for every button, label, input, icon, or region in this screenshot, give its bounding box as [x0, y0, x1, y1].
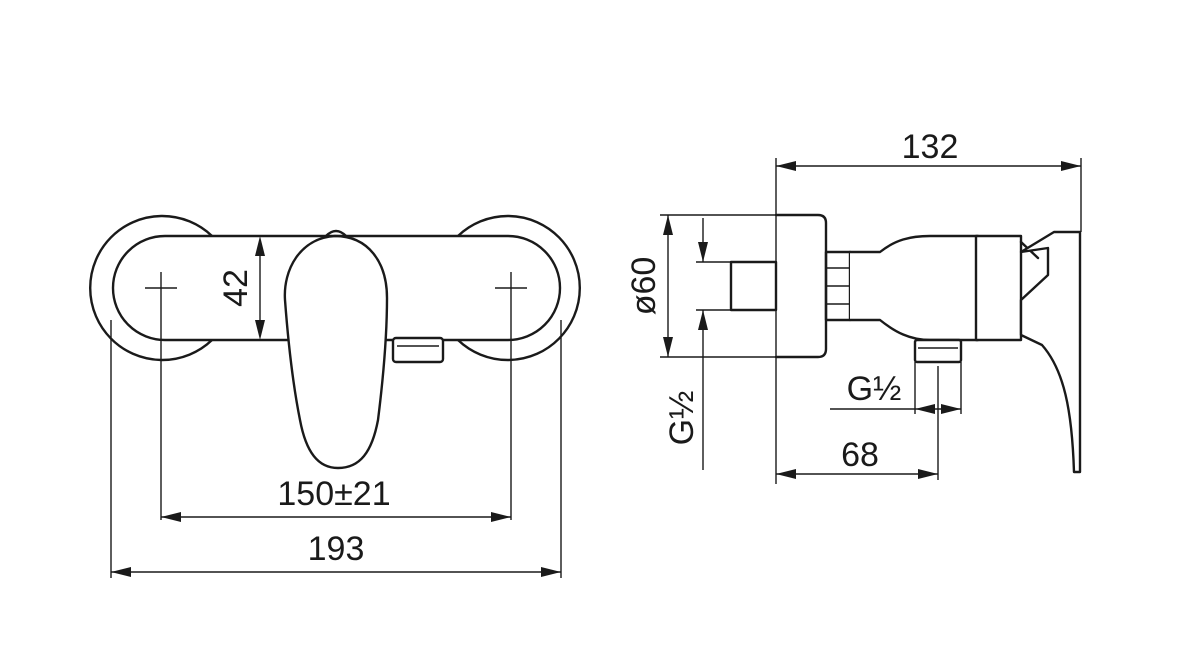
right-center-mark	[495, 272, 527, 520]
outlet-thread-label: G½	[847, 370, 902, 408]
inlet-thread-label: G½	[663, 391, 701, 446]
outlet-nut	[391, 336, 445, 364]
right-wall-flange	[456, 214, 581, 362]
front-view: 42 150±21 193	[89, 214, 581, 578]
outlet-thread-dimension: G½	[830, 362, 962, 414]
inlet-thread-dimension: G½	[663, 218, 731, 470]
depth-label: 132	[902, 128, 959, 166]
lever-handle	[283, 229, 389, 470]
center-distance-label: 150±21	[277, 475, 390, 513]
outlet-position-label: 68	[841, 436, 879, 474]
left-wall-flange	[89, 214, 214, 362]
diameter-dimension: ø60	[625, 214, 776, 358]
mixer-body-side	[848, 234, 980, 342]
height-label: 42	[217, 269, 255, 307]
left-center-mark	[145, 272, 177, 520]
depth-dimension: 132	[776, 128, 1082, 232]
diameter-label: ø60	[625, 257, 663, 316]
height-dimension: 42	[217, 236, 265, 340]
inlet-connector	[729, 260, 778, 312]
outlet-side	[913, 338, 963, 364]
overall-width-dimension: 193	[110, 320, 562, 578]
outlet-position-dimension: 68	[776, 366, 939, 480]
wall-flange-side	[774, 213, 828, 359]
lever-handle-side	[1019, 230, 1082, 474]
overall-width-label: 193	[308, 530, 365, 568]
hex-nut	[824, 250, 852, 322]
center-distance-dimension: 150±21	[161, 475, 511, 522]
cartridge-housing	[974, 234, 1023, 342]
side-view: 132 ø60 G½ G½	[625, 128, 1082, 484]
